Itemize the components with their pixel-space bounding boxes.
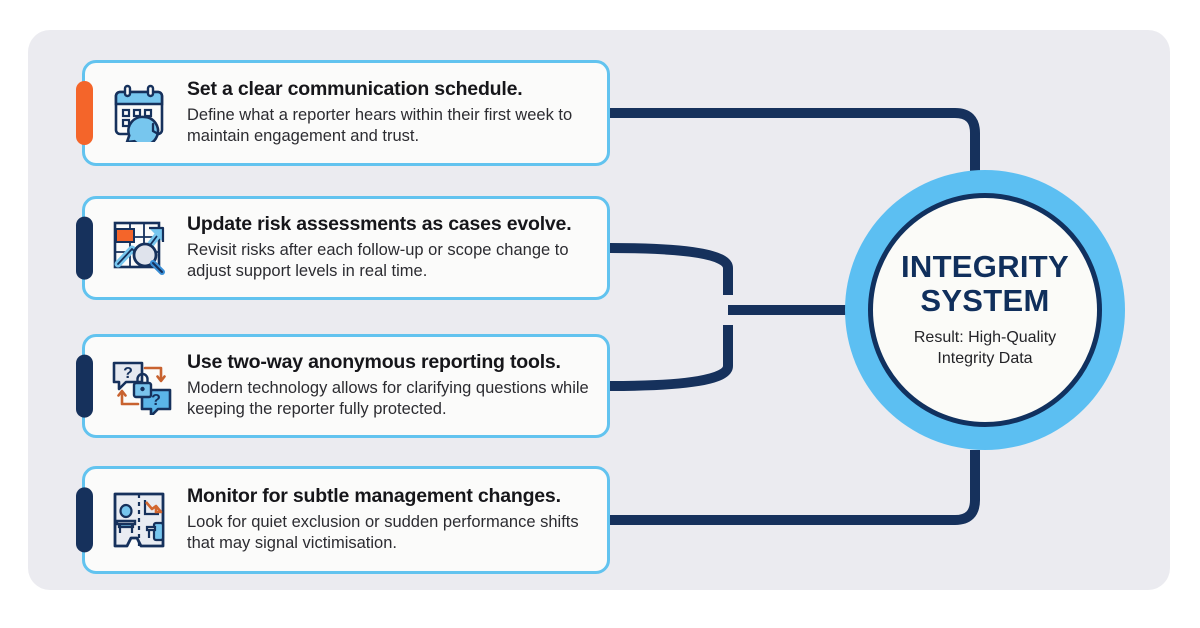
card-title: Update risk assessments as cases evolve. [187,213,572,236]
card-accent-bar [76,354,93,418]
hub-subtitle: Result: High-Quality Integrity Data [914,328,1056,370]
card-text: Set a clear communication schedule. Defi… [185,78,607,148]
integrity-system-hub[interactable]: INTEGRITY SYSTEM Result: High-Quality In… [845,170,1125,450]
hub-inner-circle: INTEGRITY SYSTEM Result: High-Quality In… [868,193,1102,427]
card-body: Define what a reporter hears within thei… [187,105,573,146]
hub-title-line2: SYSTEM [920,282,1050,318]
card-management-changes[interactable]: Monitor for subtle management changes. L… [76,466,610,574]
svg-text:?: ? [123,365,133,382]
svg-text:?: ? [151,392,161,409]
card-title: Set a clear communication schedule. [187,78,523,101]
card-anonymous-reporting[interactable]: ? ? Use two-way anonymous reporting tool… [76,334,610,438]
card-body: Revisit risks after each follow-up or sc… [187,240,569,281]
chart-growth-magnifier-icon [99,219,185,277]
office-floorplan-decline-icon [99,490,185,550]
card-body: Modern technology allows for clarifying … [187,378,589,419]
wire-card-1 [610,108,980,172]
card-text: Use two-way anonymous reporting tools. M… [185,351,607,421]
card-text: Update risk assessments as cases evolve.… [185,213,607,283]
two-way-anonymous-chat-lock-icon: ? ? [99,357,185,415]
card-risk-assessments[interactable]: Update risk assessments as cases evolve.… [76,196,610,300]
card-accent-bar [76,216,93,280]
wire-card-4 [610,450,980,525]
hub-title: INTEGRITY SYSTEM [901,250,1069,317]
hub-subtitle-line2: Integrity Data [937,349,1033,367]
hub-subtitle-line1: Result: High-Quality [913,329,1057,347]
card-accent-bar [76,81,93,145]
calendar-clock-icon [99,84,185,142]
hub-title-line1: INTEGRITY [900,249,1070,285]
card-accent-bar [76,487,93,553]
card-title: Monitor for subtle management changes. [187,485,561,508]
wire-card-2 [609,243,733,295]
card-title: Use two-way anonymous reporting tools. [187,351,561,374]
card-body: Look for quiet exclusion or sudden perfo… [187,512,579,553]
card-communication-schedule[interactable]: Set a clear communication schedule. Defi… [76,60,610,166]
wire-card-3 [609,325,733,391]
card-text: Monitor for subtle management changes. L… [185,485,607,555]
